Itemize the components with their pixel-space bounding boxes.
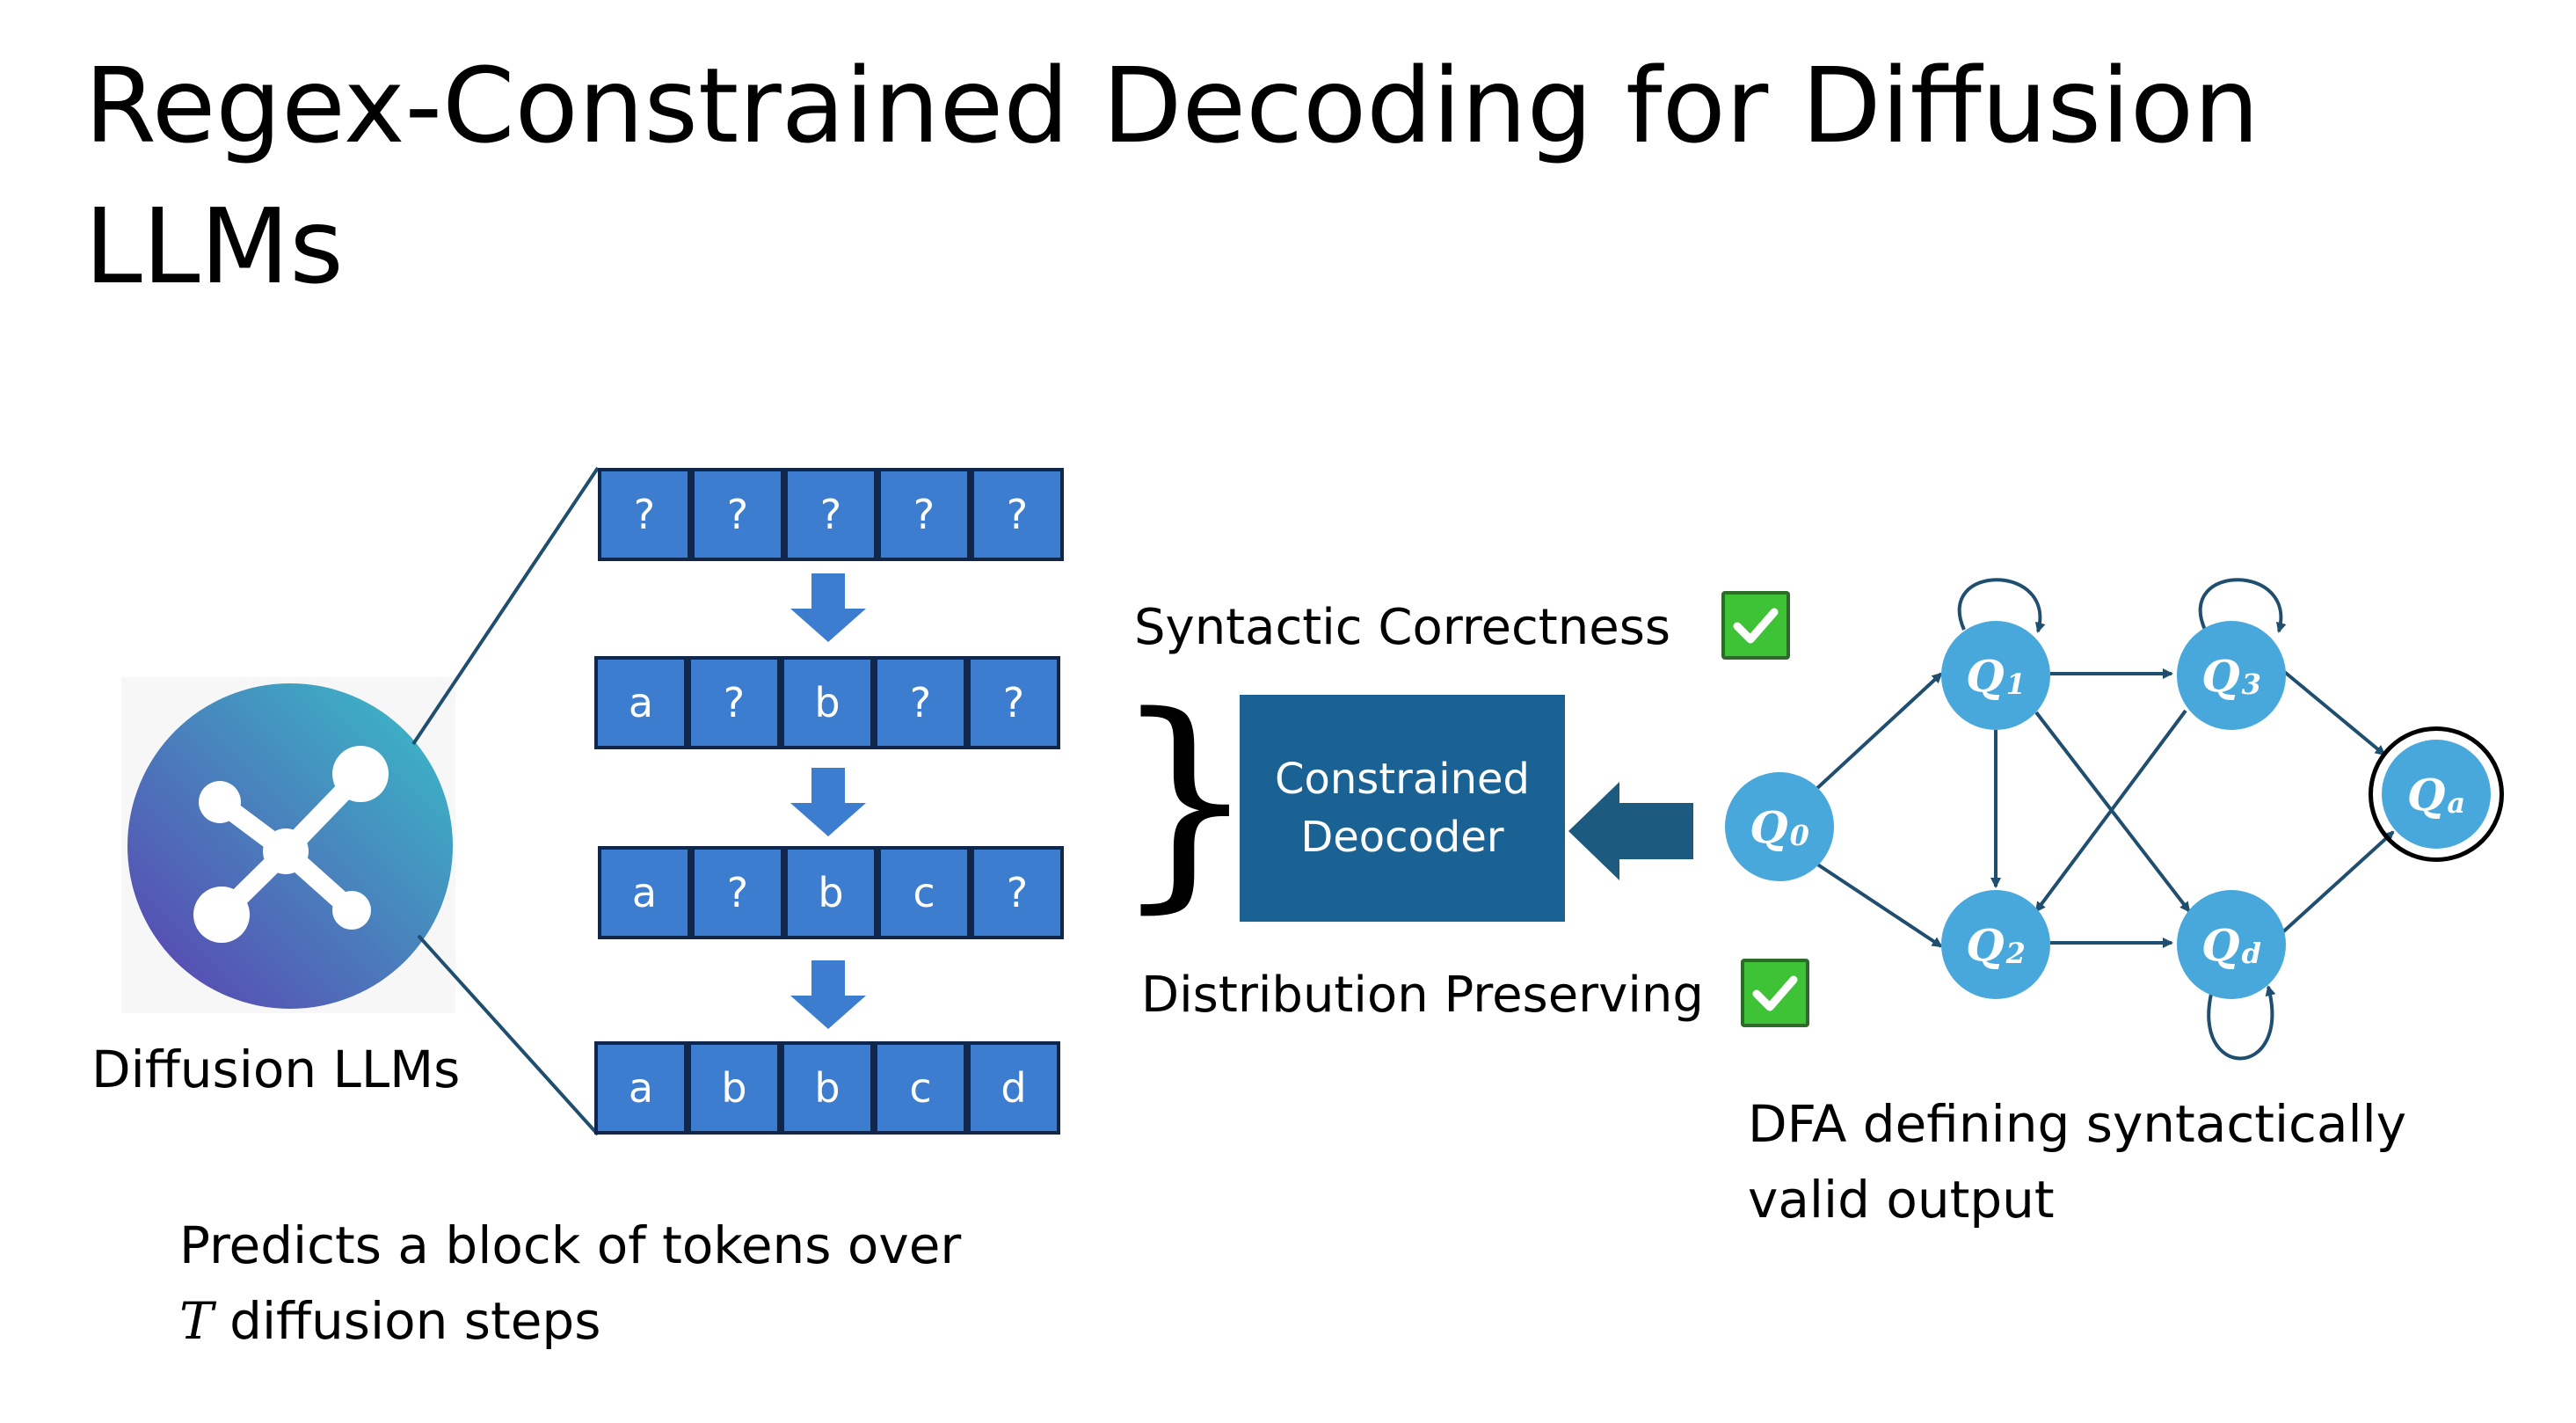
edge-q0-q1 [1814, 672, 1943, 792]
edge-q0-q2 [1815, 862, 1943, 948]
brace-symbol: } [1112, 668, 1258, 933]
token-cell: b [781, 1041, 874, 1135]
step-arrows [790, 573, 866, 1029]
token-cell: c [877, 846, 971, 939]
dfa-to-decoder-arrow-icon [1568, 782, 1693, 880]
state-subscript: 0 [1789, 819, 1809, 852]
zoom-line-top [411, 466, 600, 746]
token-cell: ? [691, 846, 784, 939]
dfa-caption-line1: DFA defining syntactically [1748, 1094, 2407, 1154]
state-symbol: Q [1966, 918, 2005, 971]
state-subscript: d [2241, 937, 2261, 970]
token-cell: c [874, 1041, 967, 1135]
step-arrow-2 [790, 768, 866, 836]
self-loop-qd [2207, 985, 2276, 1061]
state-subscript: a [2447, 786, 2466, 820]
token-cell: ? [598, 468, 691, 561]
distribution-preserving-label: Distribution Preserving [1141, 967, 1704, 1024]
token-cell: b [784, 846, 877, 939]
token-cell: ? [877, 468, 971, 561]
decoder-label-line2: Deocoder [1300, 813, 1504, 862]
diffusion-llm-logo-icon [127, 683, 453, 1009]
edge-q1-qd [2034, 711, 2191, 913]
self-loop-q1 [1957, 578, 2046, 633]
checkmark-icon [1741, 959, 1809, 1027]
token-cell: ? [971, 846, 1064, 939]
token-cell: ? [874, 656, 967, 749]
state-symbol: Q [2201, 649, 2240, 702]
step-arrow-3 [790, 960, 866, 1029]
model-caption-line2-text: diffusion steps [213, 1291, 601, 1351]
dfa-edges [1814, 578, 2395, 1061]
syntactic-correctness-label: Syntactic Correctness [1134, 599, 1671, 656]
model-caption-line2: T diffusion steps [179, 1289, 600, 1353]
model-label: Diffusion LLMs [91, 1040, 461, 1099]
state-symbol: Q [2201, 918, 2240, 971]
edge-qd-qa [2277, 830, 2395, 938]
token-cell: ? [971, 468, 1064, 561]
token-cell: a [594, 1041, 688, 1135]
step-arrow-1 [790, 573, 866, 642]
token-cell: a [598, 846, 691, 939]
token-cell: b [688, 1041, 781, 1135]
page-title: Regex-Constrained Decoding for Diffusion… [84, 45, 2259, 307]
accept-state-ring [2369, 726, 2504, 862]
token-cell: b [781, 656, 874, 749]
token-cell: ? [691, 468, 784, 561]
dfa-caption-line2: valid output [1748, 1170, 2055, 1230]
state-subscript: 2 [2005, 937, 2026, 970]
zoom-line-bottom [417, 934, 600, 1136]
state-subscript: 3 [2241, 668, 2261, 701]
edge-q3-q2 [2034, 709, 2187, 913]
math-variable: T [179, 1291, 214, 1351]
checkmark-icon [1721, 591, 1790, 660]
state-symbol: Q [2406, 768, 2446, 821]
edge-q3-qa [2281, 668, 2386, 756]
model-caption-line1: Predicts a block of tokens over [179, 1215, 962, 1275]
token-cell: ? [784, 468, 877, 561]
token-cell: a [594, 656, 688, 749]
constrained-decoder-box: Constrained Deocoder [1240, 695, 1565, 922]
token-cell: ? [967, 656, 1060, 749]
token-cell: ? [688, 656, 781, 749]
state-symbol: Q [1966, 649, 2005, 702]
state-subscript: 1 [2005, 668, 2026, 701]
token-cell: d [967, 1041, 1060, 1135]
state-symbol: Q [1750, 800, 1788, 853]
self-loop-q3 [2198, 578, 2287, 633]
decoder-label-line1: Constrained [1274, 755, 1531, 804]
